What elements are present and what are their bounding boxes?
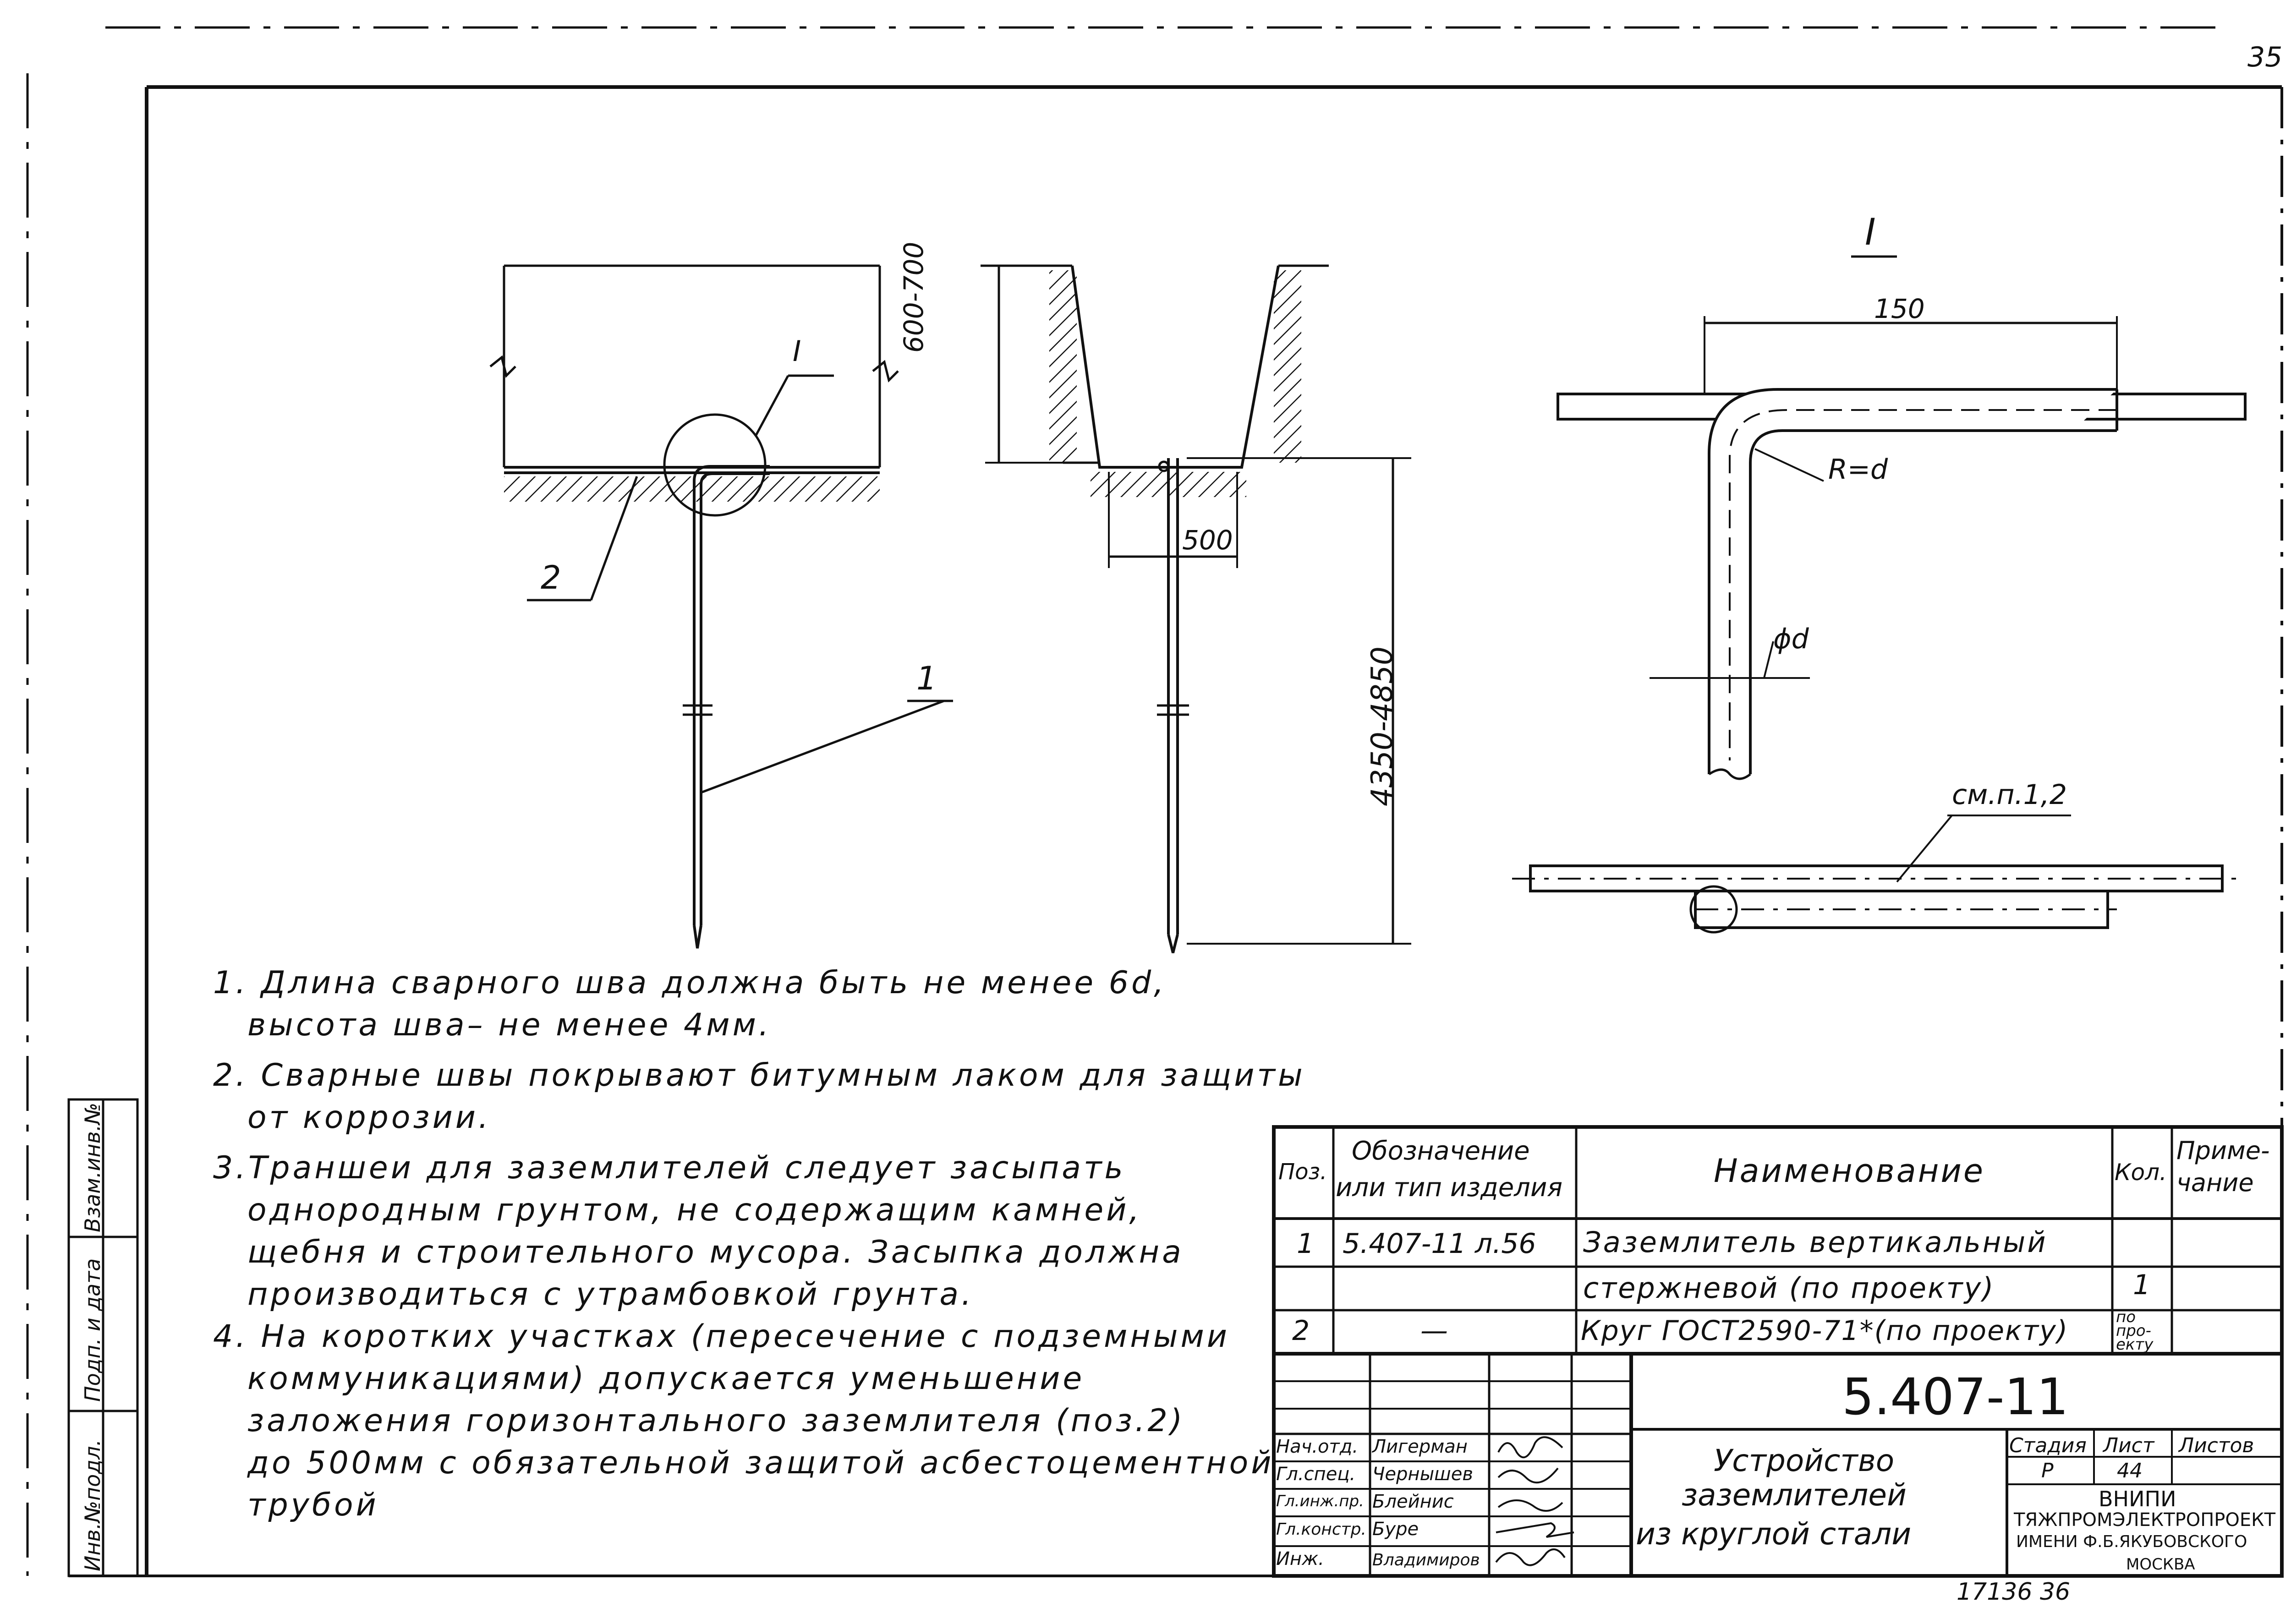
dim-bend: 150 [1874, 293, 1925, 324]
dim-width: 500 [1182, 525, 1233, 556]
side-stamp-vzam-inv: Взам.инв.№ [80, 1102, 105, 1232]
bottom-code: 17136 36 [1957, 1578, 2071, 1606]
row1-pos: 1 [1297, 1228, 1315, 1260]
row1-designation: 5.407-11 л.56 [1343, 1228, 1536, 1260]
detail-callout-label: I [793, 334, 801, 368]
note-3: 3.Траншеи для заземлителей следует засып… [213, 1150, 1184, 1312]
row3-designation: — [1420, 1315, 1448, 1347]
note-1: 1. Длина сварного шва должна быть не мен… [213, 965, 1167, 1043]
sig-name-3: Блейнис [1372, 1491, 1454, 1512]
sig-role-1: Нач.отд. [1276, 1436, 1359, 1457]
header-pos: Поз. [1278, 1159, 1327, 1185]
row2-qty: 1 [2133, 1269, 2151, 1301]
note-4: 4. На коротких участках (пересечение с п… [213, 1318, 1274, 1523]
row1-name: Заземлитель вертикальный [1583, 1225, 2048, 1259]
view-detail-I [1512, 255, 2247, 934]
sig-role-5: Инж. [1276, 1548, 1324, 1569]
sig-role-3: Гл.инж.пр. [1276, 1492, 1364, 1510]
sig-name-5: Владимиров [1372, 1551, 1480, 1569]
stage-label: Стадия [2009, 1434, 2087, 1457]
view-trench [981, 264, 1411, 953]
sig-role-4: Гл.констр. [1276, 1520, 1366, 1539]
sig-role-2: Гл.спец. [1276, 1464, 1356, 1485]
label-radius: R=d [1828, 454, 1888, 486]
header-name: Наименование [1714, 1152, 1985, 1190]
row3-name: Круг ГОСТ2590-71*(по проекту) [1581, 1315, 2069, 1347]
sig-name-4: Буре [1372, 1519, 1419, 1540]
org-line-2: ТЯЖПРОМЭЛЕКТРОПРОЕКТ [2014, 1509, 2276, 1531]
label-diameter: ϕd [1773, 623, 1809, 655]
title-line-2: заземлителей [1682, 1477, 1907, 1513]
stage-value: Р [2041, 1459, 2054, 1482]
notes-block: 1. Длина сварного шва должна быть не мен… [213, 962, 1313, 1526]
doc-number: 5.407-11 [1842, 1367, 2069, 1426]
label-ref: см.п.1,2 [1952, 779, 2067, 811]
side-stamp-box [67, 1098, 139, 1577]
sheet-value: 44 [2117, 1459, 2143, 1482]
title-line-3: из круглой стали [1636, 1516, 1912, 1552]
sheet-label: Лист [2103, 1434, 2154, 1457]
row2-name: стержневой (по проекту) [1583, 1271, 1995, 1305]
spec-table-grid [1272, 1125, 2284, 1578]
label-strip: 2 [541, 559, 561, 596]
row3-qty: по про- екту [2116, 1308, 2154, 1354]
org-line-1: ВНИПИ [2099, 1487, 2176, 1511]
row3-pos: 2 [1292, 1315, 1310, 1347]
header-note-1: Приме- [2176, 1136, 2270, 1165]
header-designation-1: Обозначение [1352, 1136, 1530, 1166]
sig-name-1: Лигерман [1372, 1436, 1468, 1457]
view-left [489, 264, 953, 949]
detail-marker: I [1865, 211, 1876, 253]
sheet-frame [26, 26, 2283, 1577]
header-note-2: чание [2176, 1168, 2254, 1197]
sig-name-2: Чернышев [1372, 1464, 1473, 1485]
org-line-4: МОСКВА [2126, 1555, 2195, 1574]
org-line-3: ИМЕНИ Ф.Б.ЯКУБОВСКОГО [2016, 1532, 2247, 1551]
title-line-1: Устройство [1714, 1443, 1895, 1478]
header-qty: Кол. [2115, 1159, 2167, 1186]
sheets-label: Листов [2179, 1434, 2254, 1457]
label-rod: 1 [916, 660, 937, 697]
note-2: 2. Сварные швы покрывают битумным лаком … [213, 1057, 1305, 1136]
header-designation-2: или тип изделия [1336, 1173, 1563, 1203]
page-number: 35 [2247, 41, 2283, 73]
side-stamp-podp-data: Подп. и дата [80, 1258, 105, 1402]
dim-depth: 600-700 [898, 241, 929, 353]
side-stamp-inv-podl: Инв.№подл. [80, 1439, 105, 1571]
dim-rod-length: 4350-4850 [1365, 646, 1399, 806]
